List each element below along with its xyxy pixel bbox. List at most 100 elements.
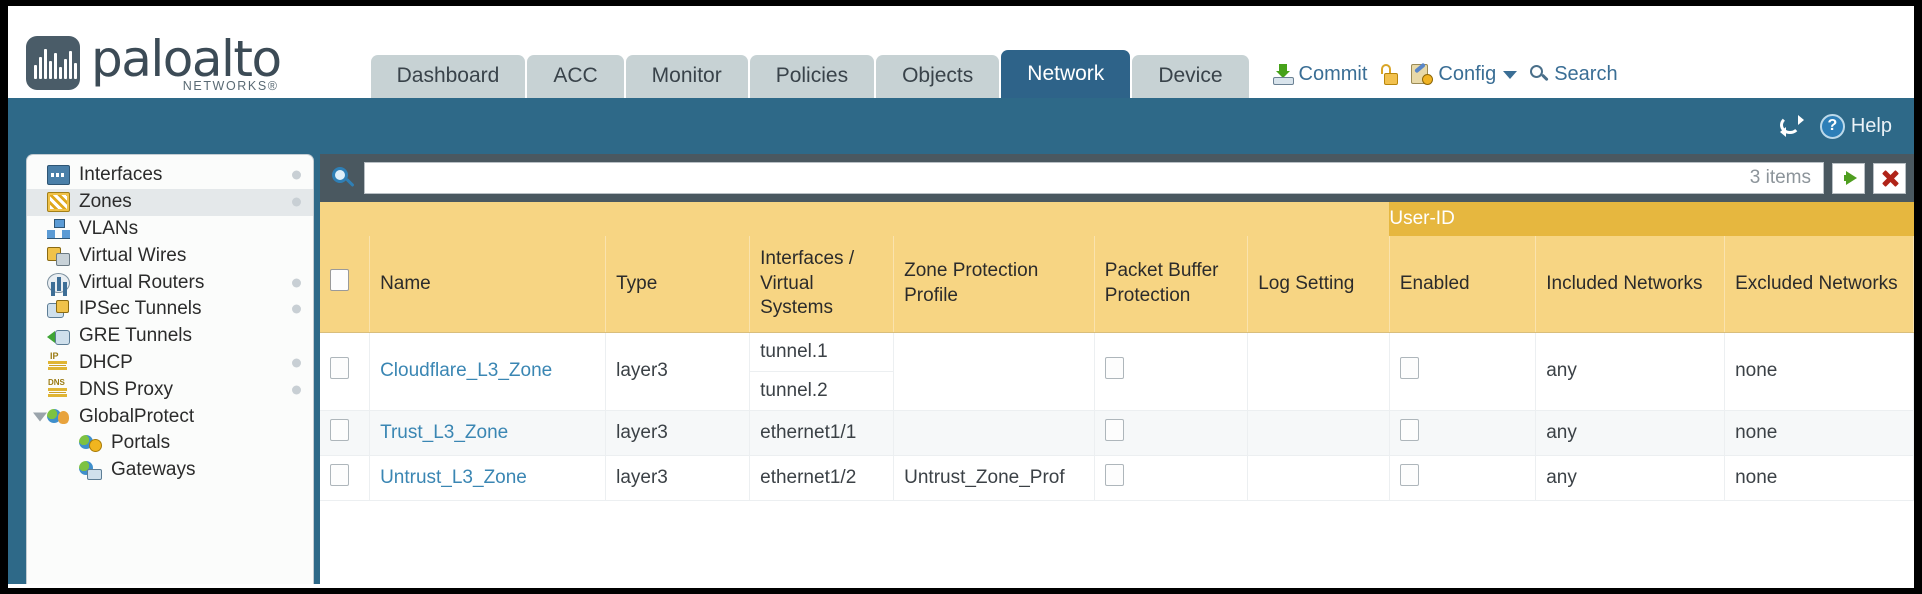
- packet-buffer-protection-checkbox[interactable]: [1104, 464, 1124, 486]
- padlock-open-icon: [1380, 64, 1399, 85]
- search-icon[interactable]: [330, 165, 356, 191]
- group-header-user-id: User-ID: [1389, 202, 1915, 236]
- tab-dashboard[interactable]: Dashboard: [370, 55, 526, 98]
- help-question-icon: ?: [1819, 113, 1845, 139]
- row-checkbox[interactable]: [330, 464, 349, 486]
- commit-icon: [1272, 64, 1294, 85]
- sidebar-item-gateways[interactable]: Gateways: [27, 457, 313, 484]
- row-checkbox[interactable]: [330, 357, 349, 380]
- sidebar-item-vlans[interactable]: VLANs: [27, 216, 313, 243]
- brand-logo: paloalto NETWORKS®: [8, 29, 282, 99]
- paloalto-logo-icon: [26, 35, 80, 90]
- sidebar-item-globalprotect[interactable]: GlobalProtect: [27, 403, 313, 430]
- column-header-packet-buffer-protection[interactable]: Packet Buffer Protection: [1094, 236, 1249, 333]
- interfaces-icon: [47, 165, 70, 186]
- tab-monitor[interactable]: Monitor: [625, 55, 748, 98]
- zones-icon: [47, 192, 70, 213]
- zone-name-link[interactable]: Trust_L3_Zone: [380, 422, 509, 443]
- zone-interfaces-cell: ethernet1/1: [749, 410, 895, 456]
- row-checkbox[interactable]: [330, 419, 349, 441]
- gre-tunnels-icon: [47, 326, 70, 346]
- sidebar-item-label: Virtual Routers: [79, 271, 205, 293]
- commit-button[interactable]: Commit: [1272, 63, 1367, 86]
- column-header-name[interactable]: Name: [369, 236, 607, 333]
- filter-bar: 3 items: [320, 154, 1914, 202]
- table-row[interactable]: Untrust_L3_Zone layer3 ethernet1/2 Untru…: [320, 455, 1914, 501]
- help-label: Help: [1850, 114, 1892, 137]
- interface-item: tunnel.2: [750, 372, 894, 411]
- zone-protection-profile-cell: Untrust_Zone_Prof: [893, 455, 1095, 501]
- sidebar-item-label: Gateways: [111, 459, 196, 481]
- packet-buffer-protection-checkbox[interactable]: [1104, 357, 1124, 380]
- table-row[interactable]: Trust_L3_Zone layer3 ethernet1/1 any: [320, 410, 1914, 456]
- search-input[interactable]: 3 items: [364, 162, 1824, 194]
- tab-device[interactable]: Device: [1132, 55, 1249, 98]
- sidebar-item-ipsec-tunnels[interactable]: IPSec Tunnels: [27, 296, 313, 323]
- sidebar-item-zones[interactable]: Zones: [27, 188, 313, 216]
- excluded-networks-cell: none: [1724, 410, 1914, 456]
- column-header-type[interactable]: Type: [605, 236, 751, 333]
- sidebar-item-dns-proxy[interactable]: DNS Proxy: [27, 376, 313, 403]
- help-button[interactable]: ? Help: [1819, 113, 1892, 139]
- column-header-zone-protection-profile[interactable]: Zone Protection Profile: [893, 236, 1095, 333]
- sidebar-item-dhcp[interactable]: DHCP: [27, 350, 313, 377]
- main-tab-bar: Dashboard ACC Monitor Policies Objects N…: [370, 50, 1249, 98]
- zone-name-cell: Cloudflare_L3_Zone: [369, 332, 607, 411]
- zone-name-link[interactable]: Untrust_L3_Zone: [380, 467, 527, 488]
- sub-header-banner: ? Help: [8, 98, 1914, 154]
- apply-filter-button[interactable]: [1832, 162, 1865, 194]
- search-button[interactable]: Search: [1530, 63, 1618, 86]
- column-header-log-setting[interactable]: Log Setting: [1247, 236, 1390, 333]
- globalprotect-icon: [47, 407, 70, 427]
- config-label: Config: [1438, 63, 1497, 85]
- content-panel: 3 items: [320, 154, 1915, 584]
- tab-acc[interactable]: ACC: [527, 55, 624, 98]
- zone-name-link[interactable]: Cloudflare_L3_Zone: [380, 360, 553, 382]
- packet-buffer-protection-cell: [1094, 455, 1249, 501]
- column-header-enabled[interactable]: Enabled: [1389, 236, 1537, 333]
- sidebar-item-gre-tunnels[interactable]: GRE Tunnels: [27, 323, 313, 350]
- sidebar-item-label: Virtual Wires: [79, 244, 187, 266]
- user-id-enabled-checkbox[interactable]: [1399, 357, 1419, 380]
- tab-objects[interactable]: Objects: [876, 55, 1000, 98]
- column-header-included-networks[interactable]: Included Networks: [1535, 236, 1726, 333]
- tab-policies[interactable]: Policies: [749, 55, 875, 98]
- ipsec-tunnels-icon: [47, 299, 70, 319]
- lock-button[interactable]: [1380, 64, 1399, 85]
- table-header-row: Name Type Interfaces / Virtual Systems Z…: [320, 236, 1914, 333]
- user-id-enabled-cell: [1389, 455, 1537, 501]
- row-select-cell: [320, 332, 371, 411]
- tab-network[interactable]: Network: [1001, 50, 1131, 98]
- dns-proxy-icon: [47, 378, 70, 400]
- column-header-excluded-networks[interactable]: Excluded Networks: [1724, 236, 1914, 333]
- user-id-enabled-checkbox[interactable]: [1399, 464, 1419, 486]
- packet-buffer-protection-cell: [1094, 410, 1249, 456]
- user-id-enabled-cell: [1389, 410, 1537, 456]
- config-wrench-icon: [1411, 62, 1434, 85]
- portals-icon: [79, 433, 102, 453]
- zone-name-cell: Trust_L3_Zone: [369, 410, 607, 456]
- sidebar-item-interfaces[interactable]: Interfaces: [27, 162, 313, 189]
- packet-buffer-protection-checkbox[interactable]: [1104, 419, 1124, 441]
- log-setting-cell: [1247, 332, 1390, 411]
- zone-type-cell: layer3: [605, 410, 751, 456]
- sidebar-item-portals[interactable]: Portals: [27, 430, 313, 457]
- select-all-checkbox[interactable]: [330, 269, 349, 292]
- column-header-interfaces-virtual-systems[interactable]: Interfaces / Virtual Systems: [749, 236, 895, 333]
- status-dot: [292, 304, 301, 314]
- sidebar-item-virtual-routers[interactable]: Virtual Routers: [27, 269, 313, 296]
- clear-filter-button[interactable]: [1873, 162, 1906, 194]
- user-id-enabled-checkbox[interactable]: [1399, 419, 1419, 441]
- status-dot: [292, 197, 301, 207]
- config-menu[interactable]: Config: [1411, 62, 1518, 86]
- sidebar-item-label: GlobalProtect: [79, 405, 195, 427]
- brand-name: paloalto: [91, 29, 282, 88]
- vlans-icon: [47, 218, 70, 239]
- sidebar-item-virtual-wires[interactable]: Virtual Wires: [27, 242, 313, 269]
- sidebar-item-label: Zones: [79, 191, 132, 213]
- refresh-button[interactable]: [1779, 115, 1804, 137]
- table-row[interactable]: Cloudflare_L3_Zone layer3 tunnel.1 tunne…: [320, 332, 1914, 411]
- sidebar-item-label: GRE Tunnels: [79, 325, 192, 347]
- included-networks-cell: any: [1535, 332, 1726, 411]
- chevron-down-icon[interactable]: [33, 412, 47, 422]
